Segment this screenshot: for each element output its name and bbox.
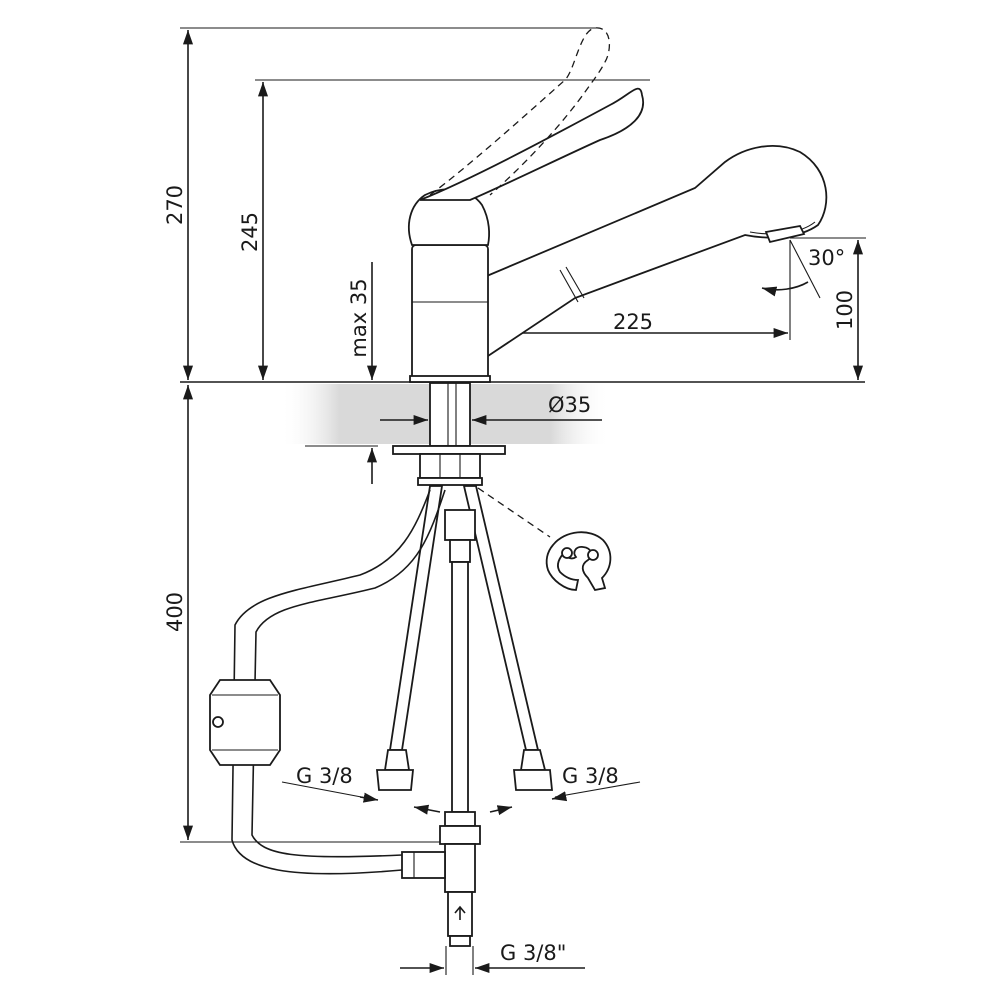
dimension-270: 270 bbox=[163, 27, 600, 380]
mounting-washer bbox=[392, 445, 506, 455]
pullout-hose-loop-inner bbox=[251, 489, 446, 858]
tee-connector bbox=[401, 843, 476, 947]
label-225: 225 bbox=[613, 310, 653, 334]
dimension-100: 100 bbox=[790, 237, 866, 380]
lever-handle-alternate bbox=[429, 27, 611, 196]
label-270: 270 bbox=[163, 185, 187, 225]
supply-hoses bbox=[231, 485, 553, 875]
horseshoe-clip-icon bbox=[545, 531, 612, 592]
spout bbox=[481, 145, 828, 362]
clip-callout bbox=[477, 487, 612, 592]
dimension-400: 400 bbox=[163, 385, 455, 843]
dimension-30-degrees: 30° bbox=[761, 239, 845, 299]
dimension-max-35: max 35 bbox=[305, 262, 378, 484]
dimension-g38-left: G 3/8 bbox=[281, 764, 441, 815]
label-diameter-35: Ø35 bbox=[548, 393, 591, 417]
hose-weight bbox=[209, 679, 281, 766]
label-g38-left: G 3/8 bbox=[296, 764, 353, 788]
faucet-body bbox=[392, 27, 828, 486]
label-245: 245 bbox=[238, 212, 262, 252]
dimension-g38-inlet: G 3/8" bbox=[400, 941, 585, 975]
body-cylinder bbox=[411, 244, 489, 382]
pullout-hose-loop-outer bbox=[231, 489, 431, 875]
mounting-nut bbox=[419, 453, 481, 479]
hose-left-nut bbox=[376, 769, 414, 791]
hose-center bbox=[451, 561, 469, 813]
dimension-diameter-35: Ø35 bbox=[380, 393, 602, 426]
dimension-g38-right: G 3/8 bbox=[489, 764, 641, 816]
label-g38-right: G 3/8 bbox=[562, 764, 619, 788]
label-400: 400 bbox=[163, 592, 187, 632]
hose-right-nut bbox=[513, 769, 553, 791]
dimension-245: 245 bbox=[238, 79, 650, 380]
label-max-35: max 35 bbox=[347, 278, 371, 357]
center-hose-nut bbox=[444, 509, 476, 541]
label-100: 100 bbox=[833, 290, 857, 330]
shank bbox=[429, 382, 471, 447]
label-30-degrees: 30° bbox=[808, 246, 845, 270]
tee-nut bbox=[439, 825, 481, 845]
label-g38-inlet: G 3/8" bbox=[500, 941, 566, 965]
lever-handle bbox=[419, 87, 645, 201]
hose-left bbox=[388, 485, 444, 751]
